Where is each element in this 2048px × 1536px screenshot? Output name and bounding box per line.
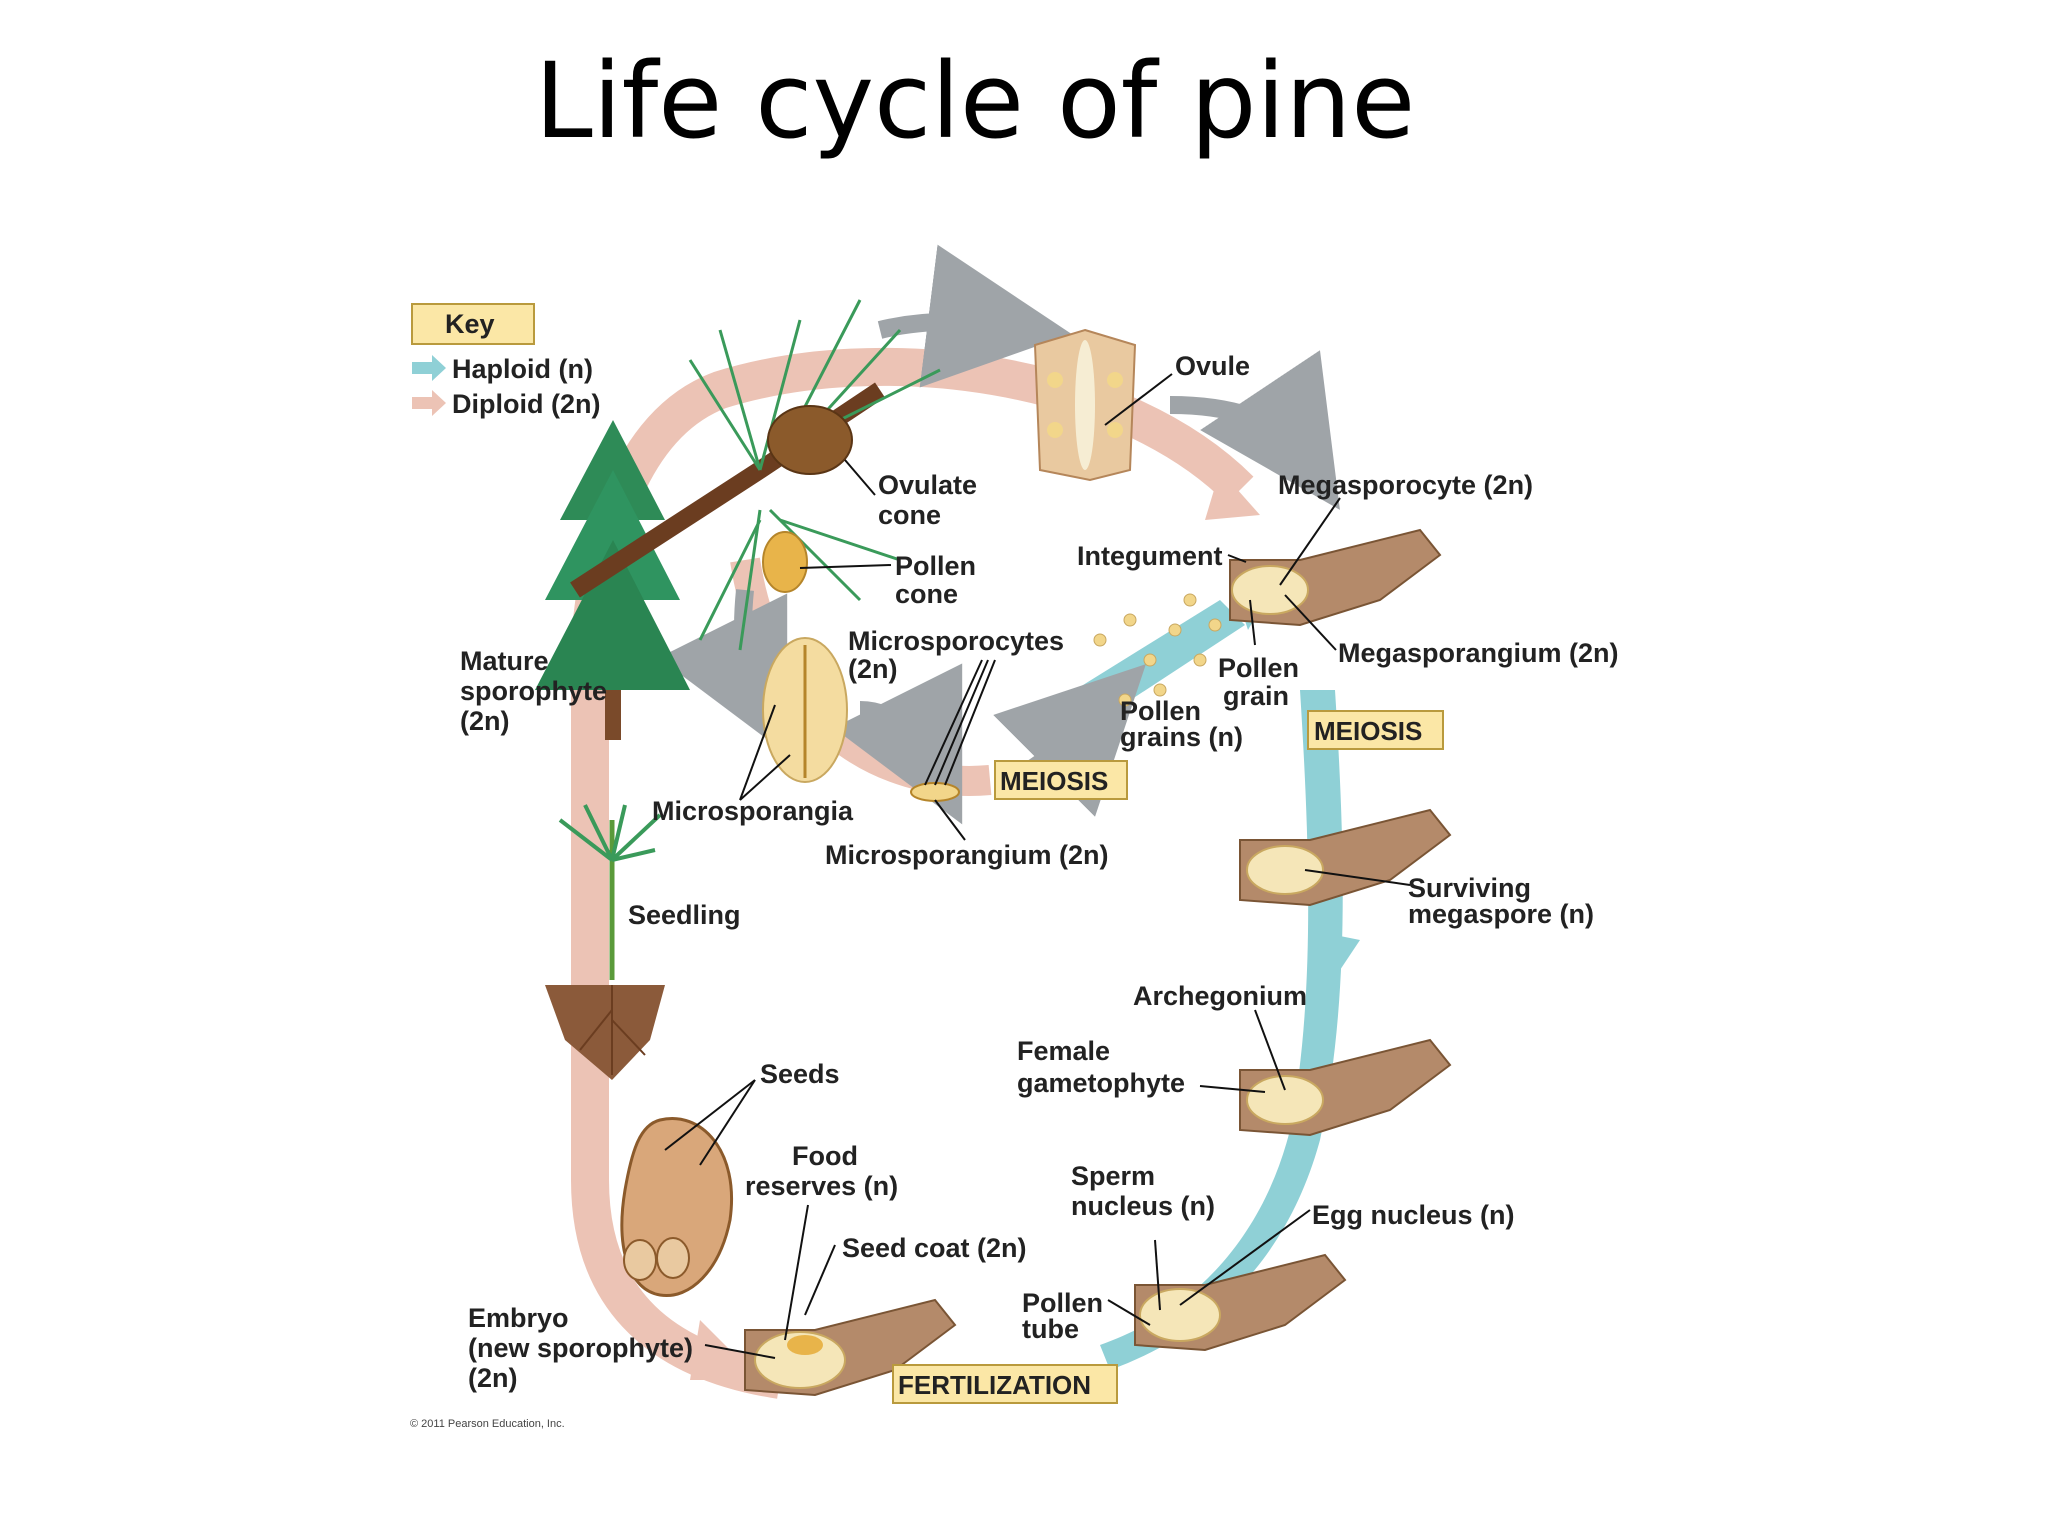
label-egg-nucleus: Egg nucleus (n): [1312, 1200, 1515, 1230]
label-seeds: Seeds: [760, 1059, 840, 1089]
label-seed-coat: Seed coat (2n): [842, 1233, 1027, 1263]
label-megasporangium: Megasporangium (2n): [1338, 638, 1619, 668]
microsporangium-illustration: [910, 782, 960, 802]
key-box: [411, 303, 535, 345]
label-surviving-line1: Surviving: [1408, 873, 1531, 903]
label-mature-line2: sporophyte: [460, 676, 607, 706]
label-ovulate-cone-line1: Ovulate: [878, 470, 977, 500]
key-diploid: Diploid (2n): [452, 389, 600, 419]
female-gametophyte-ovule-illustration: [1239, 1038, 1452, 1137]
label-microsporangium: Microsporangium (2n): [825, 840, 1109, 870]
slide-title: Life cycle of pine: [534, 40, 1416, 162]
label-microsporangia: Microsporangia: [652, 796, 854, 826]
label-embryo-line1: Embryo: [468, 1303, 569, 1333]
ovulate-cone-illustration: [767, 405, 853, 475]
label-pollen-cone-line2: cone: [895, 579, 958, 609]
label-ovulate-cone-line2: cone: [878, 500, 941, 530]
haploid-arrow-icon: [412, 355, 446, 381]
stage-meiosis-mega-label: MEIOSIS: [1314, 716, 1422, 746]
surviving-megaspore-ovule-illustration: [1239, 808, 1452, 907]
stage-meiosis-mega: MEIOSIS: [1307, 710, 1444, 750]
label-mature-line3: (2n): [460, 706, 510, 736]
label-mature-line1: Mature: [460, 646, 549, 676]
mature-pine-tree-illustration: [535, 299, 941, 740]
seedling-illustration: [545, 804, 665, 1080]
label-female-line2: gametophyte: [1017, 1068, 1185, 1098]
label-pollen-grain-line2: grain: [1223, 681, 1289, 711]
stage-meiosis-micro: MEIOSIS: [994, 760, 1128, 800]
key-legend: Key Haploid (n) Diploid (2n): [411, 303, 600, 419]
label-food-line1: Food: [792, 1141, 858, 1171]
label-pollen-tube-line1: Pollen: [1022, 1288, 1103, 1318]
diagram-labels: Ovule Megasporocyte (2n) Ovulate cone In…: [460, 351, 1619, 1393]
label-surviving-line2: megaspore (n): [1408, 899, 1594, 929]
haploid-band: [1075, 590, 1360, 1370]
label-pollen-grain-line1: Pollen: [1218, 653, 1299, 683]
stage-fertilization-label: FERTILIZATION: [898, 1370, 1091, 1400]
stage-fertilization: FERTILIZATION: [892, 1364, 1118, 1404]
pollen-grains-illustration: [1093, 593, 1222, 707]
label-ovule: Ovule: [1175, 351, 1250, 381]
label-integument: Integument: [1077, 541, 1223, 571]
label-sperm-line2: nucleus (n): [1071, 1191, 1215, 1221]
megasporangium-ovule-illustration: [1229, 528, 1442, 627]
leader-lines: [664, 373, 1411, 1359]
label-embryo-line2: (new sporophyte): [468, 1333, 693, 1363]
label-megasporocyte: Megasporocyte (2n): [1278, 470, 1533, 500]
label-food-line2: reserves (n): [745, 1171, 898, 1201]
diploid-arrow-icon: [412, 390, 446, 416]
key-haploid: Haploid (n): [452, 354, 593, 384]
pollen-cone-section-illustration: [762, 637, 848, 783]
label-pollen-cone-line1: Pollen: [895, 551, 976, 581]
label-microsporocytes-line2: (2n): [848, 654, 898, 684]
key-heading: Key: [445, 309, 495, 339]
stage-meiosis-micro-label: MEIOSIS: [1000, 766, 1108, 796]
label-archegonium: Archegonium: [1133, 981, 1307, 1011]
label-female-line1: Female: [1017, 1036, 1110, 1066]
label-pollen-grains-line2: grains (n): [1120, 722, 1243, 752]
seed-illustration: [620, 1117, 733, 1298]
label-sperm-line1: Sperm: [1071, 1161, 1155, 1191]
pollen-cone-illustration: [762, 531, 808, 593]
ovule-cone-section-illustration: [1033, 328, 1137, 482]
label-embryo-line3: (2n): [468, 1363, 518, 1393]
copyright-note: © 2011 Pearson Education, Inc.: [410, 1418, 565, 1430]
embryo-ovule-illustration: [744, 1298, 957, 1397]
label-pollen-grains-line1: Pollen: [1120, 696, 1201, 726]
label-microsporocytes-line1: Microsporocytes: [848, 626, 1064, 656]
label-seedling: Seedling: [628, 900, 741, 930]
label-pollen-tube-line2: tube: [1022, 1314, 1079, 1344]
